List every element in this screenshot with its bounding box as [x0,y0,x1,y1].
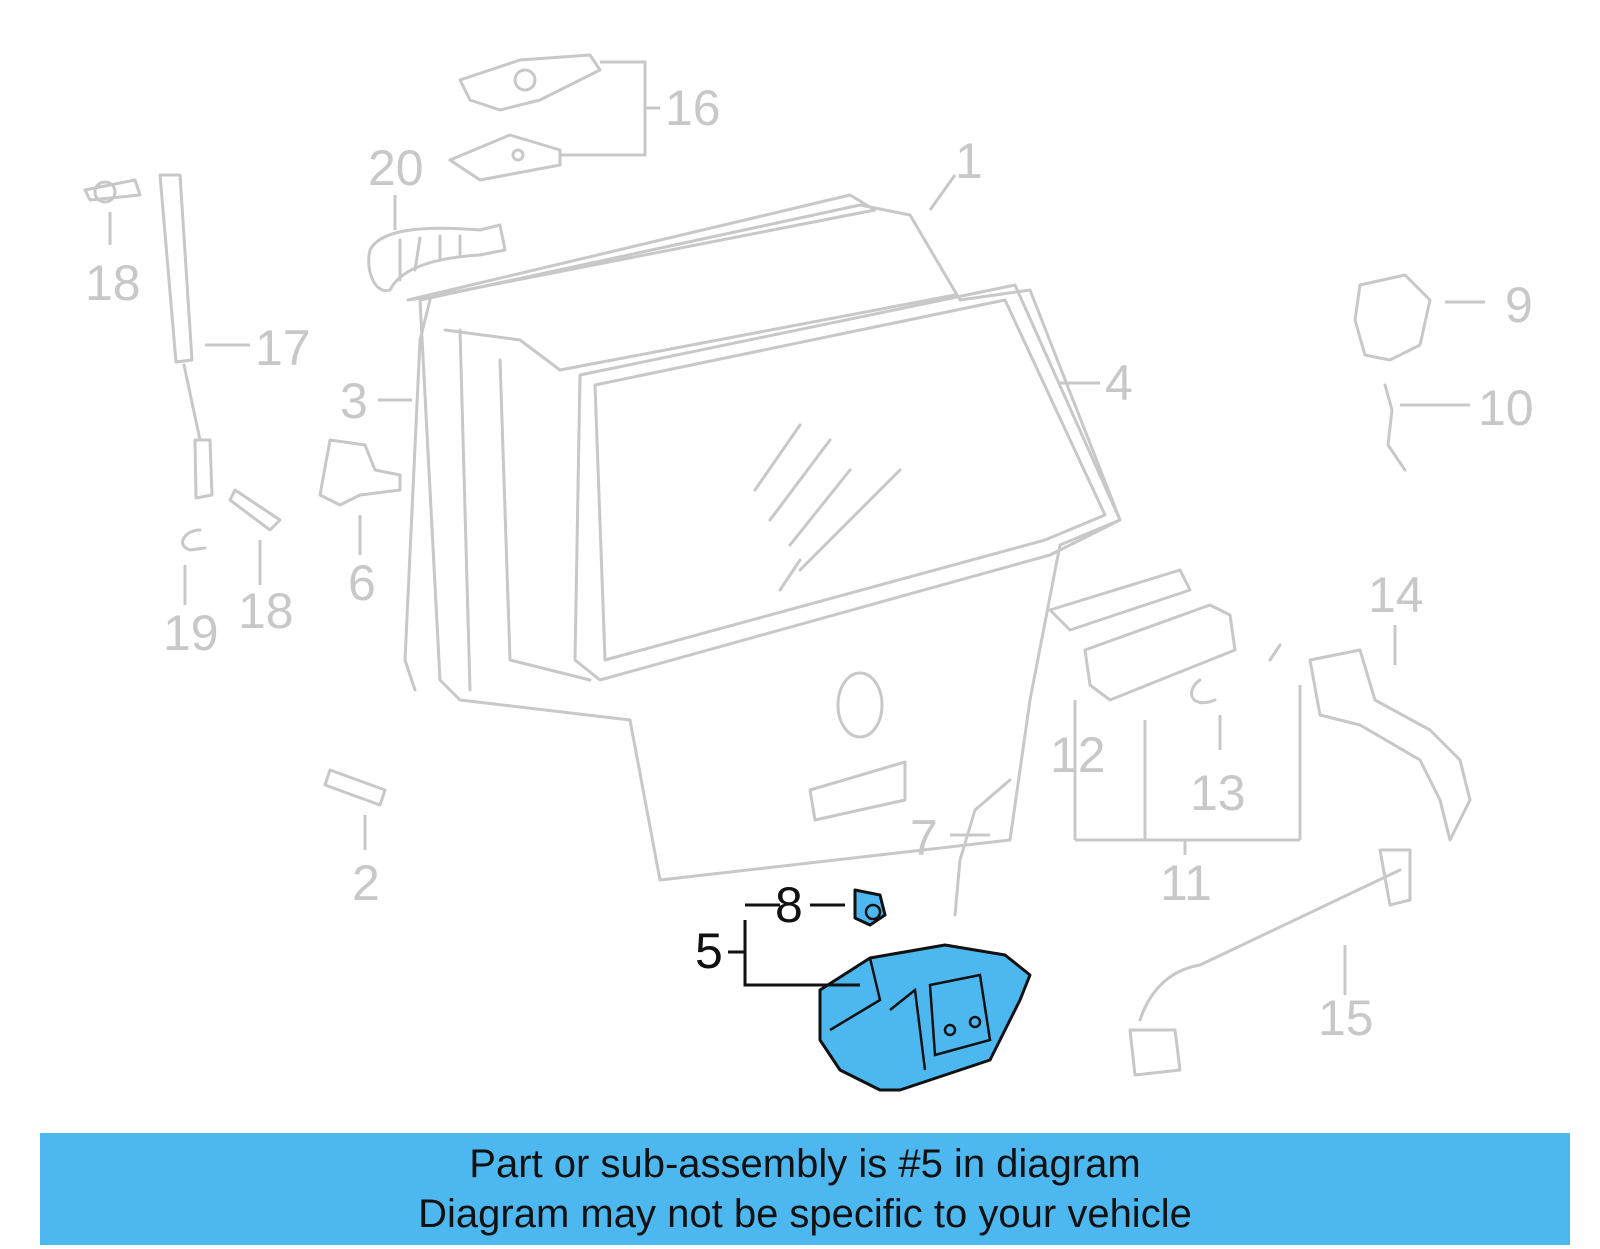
connector-10-part [1383,383,1407,472]
fastener-18a-part [83,178,142,204]
callout-1: 1 [955,133,983,189]
callout-18-top: 18 [85,255,141,311]
motor-9-part [1353,273,1432,362]
harness-part [367,223,507,293]
lift-support-part [158,173,214,500]
callout-11: 11 [1160,855,1212,911]
bolt-2-part [323,768,387,807]
callout-14: 14 [1368,567,1424,623]
callout-9: 9 [1505,277,1533,333]
callout-19: 19 [163,605,219,661]
callout-4: 4 [1105,355,1133,411]
banner-line-2: Diagram may not be specific to your vehi… [418,1192,1192,1236]
bolt-8-part [853,888,887,927]
callout-20: 20 [368,140,424,196]
fastener-18b-part [228,488,282,532]
callout-3: 3 [340,373,368,429]
callout-10: 10 [1478,380,1534,436]
callout-12: 12 [1050,727,1106,783]
handle-part [1048,568,1282,705]
leader-lines [108,60,1485,995]
callout-2: 2 [352,855,380,911]
cable-15-part [1128,848,1412,1077]
callout-13: 13 [1190,765,1246,821]
callout-16: 16 [665,80,721,136]
weatherstrip-part [403,298,432,692]
liftgate-part [406,193,1122,882]
rod-7-part [953,778,1012,917]
callout-8: 8 [775,877,803,933]
callout-5: 5 [695,923,723,979]
clip-19-part [181,528,207,552]
callout-18-lower: 18 [238,583,294,639]
glass-part [573,283,1122,682]
callout-7: 7 [910,810,938,866]
striker-6-part [318,438,402,507]
callout-6: 6 [348,555,376,611]
callout-17: 17 [255,320,311,376]
hinge-part [448,53,602,182]
latch-5-part [818,943,1032,1092]
callout-15: 15 [1318,990,1374,1046]
banner-line-1: Part or sub-assembly is #5 in diagram [469,1142,1141,1186]
info-banner: Part or sub-assembly is #5 in diagram Di… [40,1133,1570,1245]
lock-cylinder-part [1308,648,1472,842]
